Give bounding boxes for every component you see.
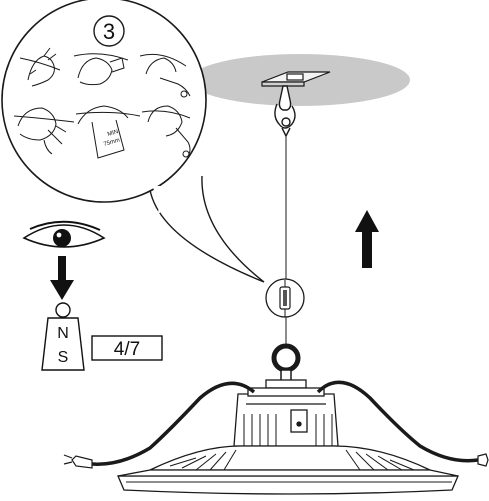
north-label: N [57,325,69,342]
arrow-down-icon [50,256,74,300]
ceiling-mount-plate [261,71,331,87]
ratio-label: 4/7 [114,339,140,360]
ratio-box: 4/7 [91,335,163,361]
south-label: S [58,349,69,366]
sketch-hand-6 [141,105,191,158]
sketch-hand-3 [139,53,191,98]
sketch-hand-4 [13,107,75,155]
sketch-hand-1 [19,47,61,87]
highbay-fixture [117,379,459,495]
arrow-up-icon [355,210,379,268]
power-cable [91,380,479,466]
callout-tail [149,175,265,283]
weight-tag: N S [41,302,85,371]
eye-icon [22,220,106,248]
distance-label: 75mm [103,138,121,148]
sketch-hand-2 [73,53,129,86]
sketch-hand-5 [75,105,141,159]
eye-bolt [271,343,301,383]
min-distance-annotation: MIN 75mm [103,129,121,148]
step-number-badge: 3 [93,15,125,47]
step-number: 3 [103,19,115,44]
cable-clamp-detail [265,278,305,318]
knot-tying-steps [13,47,191,159]
callout-circle [1,0,207,214]
cable-end-connectors [63,453,489,469]
min-label: MIN [107,129,119,138]
